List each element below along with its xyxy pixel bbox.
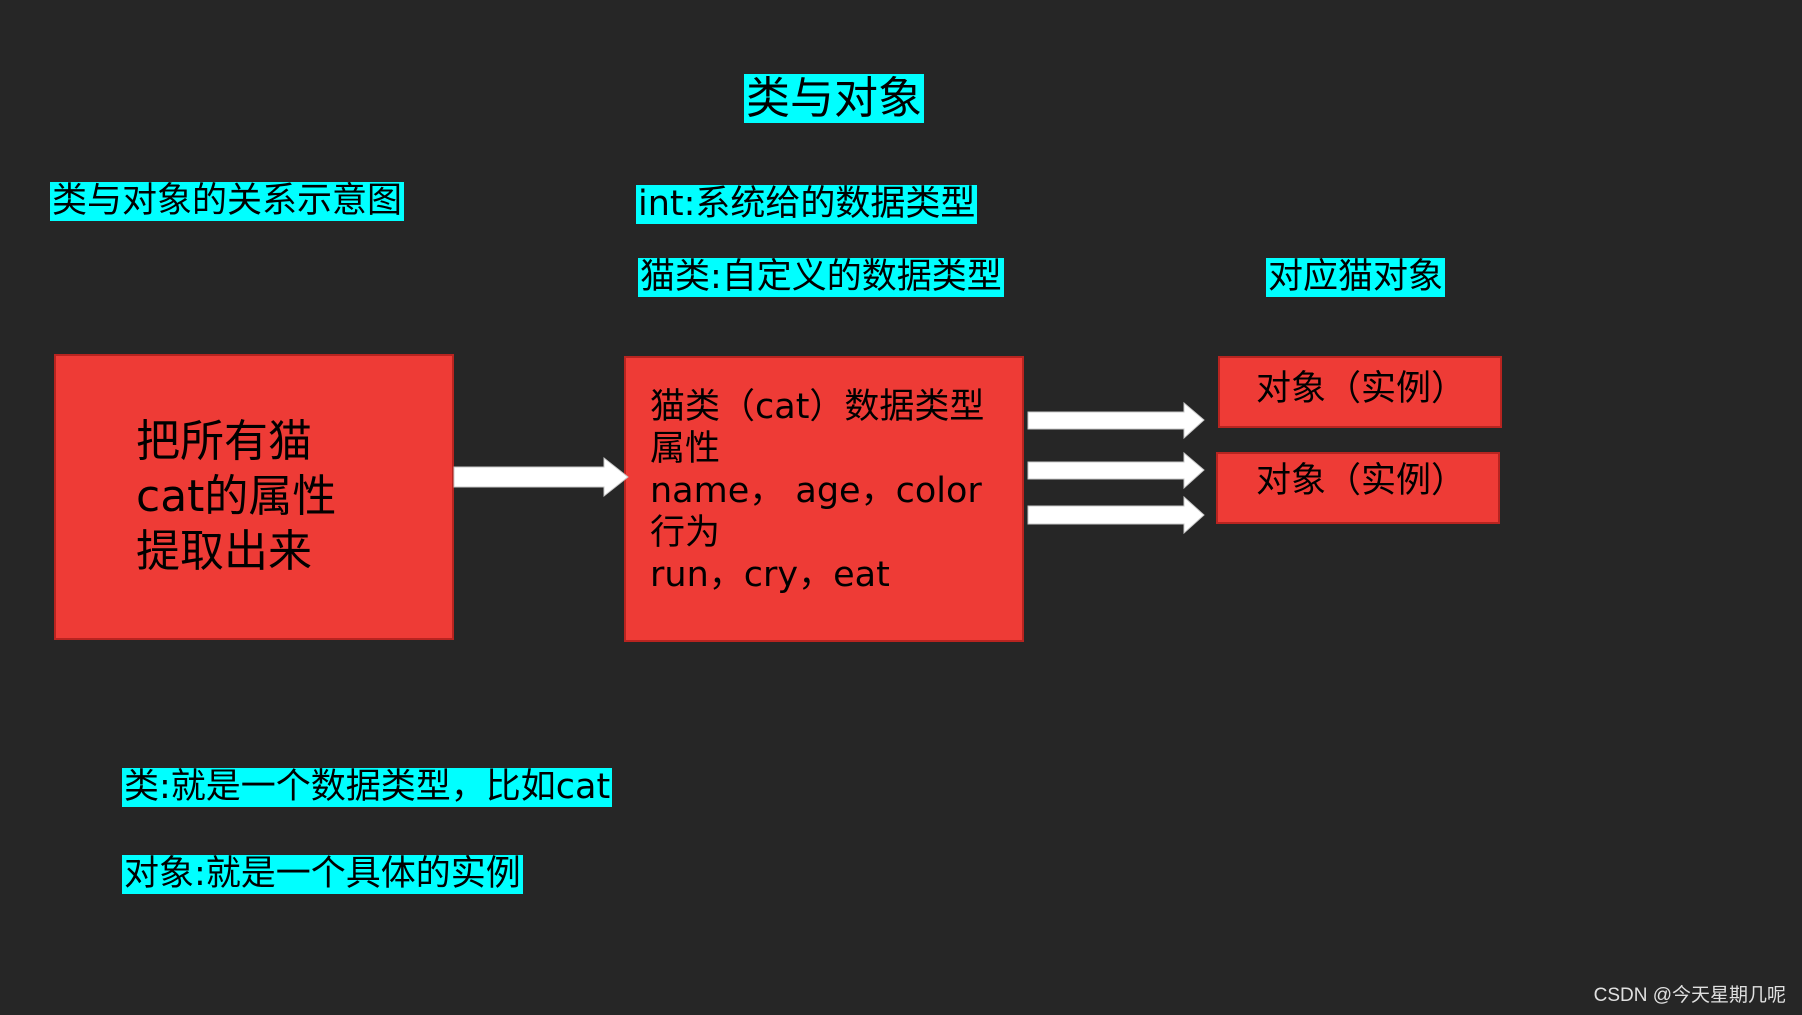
cat-class-box: 猫类（cat）数据类型 属性 name， age，color 行为 run，cr… xyxy=(624,356,1024,642)
extract-line-1: 把所有猫 xyxy=(136,416,312,467)
class-line-attributes: name， age，color xyxy=(650,471,982,511)
class-line-behaviors-heading: 行为 xyxy=(650,513,721,553)
csdn-watermark: CSDN @今天星期几呢 xyxy=(1593,985,1786,1006)
cat-class-type-label: 猫类:自定义的数据类型 xyxy=(638,257,1004,298)
class-line-name: 猫类（cat）数据类型 xyxy=(650,387,985,427)
relation-diagram-label: 类与对象的关系示意图 xyxy=(50,181,405,222)
object-definition-label: 对象:就是一个具体的实例 xyxy=(122,854,523,895)
class-line-attributes-heading: 属性 xyxy=(650,429,721,469)
class-definition-label: 类:就是一个数据类型，比如cat xyxy=(122,767,613,808)
class-line-behaviors: run，cry，eat xyxy=(650,555,890,595)
cat-objects-label: 对应猫对象 xyxy=(1266,257,1446,298)
page-title: 类与对象 xyxy=(744,73,924,124)
extract-line-2: cat的属性 xyxy=(136,471,337,522)
instance-box-1: 对象（实例） xyxy=(1218,356,1502,428)
instance-box-2: 对象（实例） xyxy=(1216,452,1500,524)
arrow-class-to-instance-3 xyxy=(1027,495,1205,535)
extract-attributes-box: 把所有猫 cat的属性 提取出来 xyxy=(54,354,454,640)
arrow-class-to-instance-2 xyxy=(1027,451,1205,490)
instance-label-1: 对象（实例） xyxy=(1256,369,1467,409)
extract-line-3: 提取出来 xyxy=(136,526,312,577)
int-type-label: int:系统给的数据类型 xyxy=(636,184,978,225)
instance-label-2: 对象（实例） xyxy=(1256,461,1467,501)
arrow-class-to-instance-1 xyxy=(1027,401,1205,440)
arrow-extract-to-class xyxy=(453,456,629,498)
